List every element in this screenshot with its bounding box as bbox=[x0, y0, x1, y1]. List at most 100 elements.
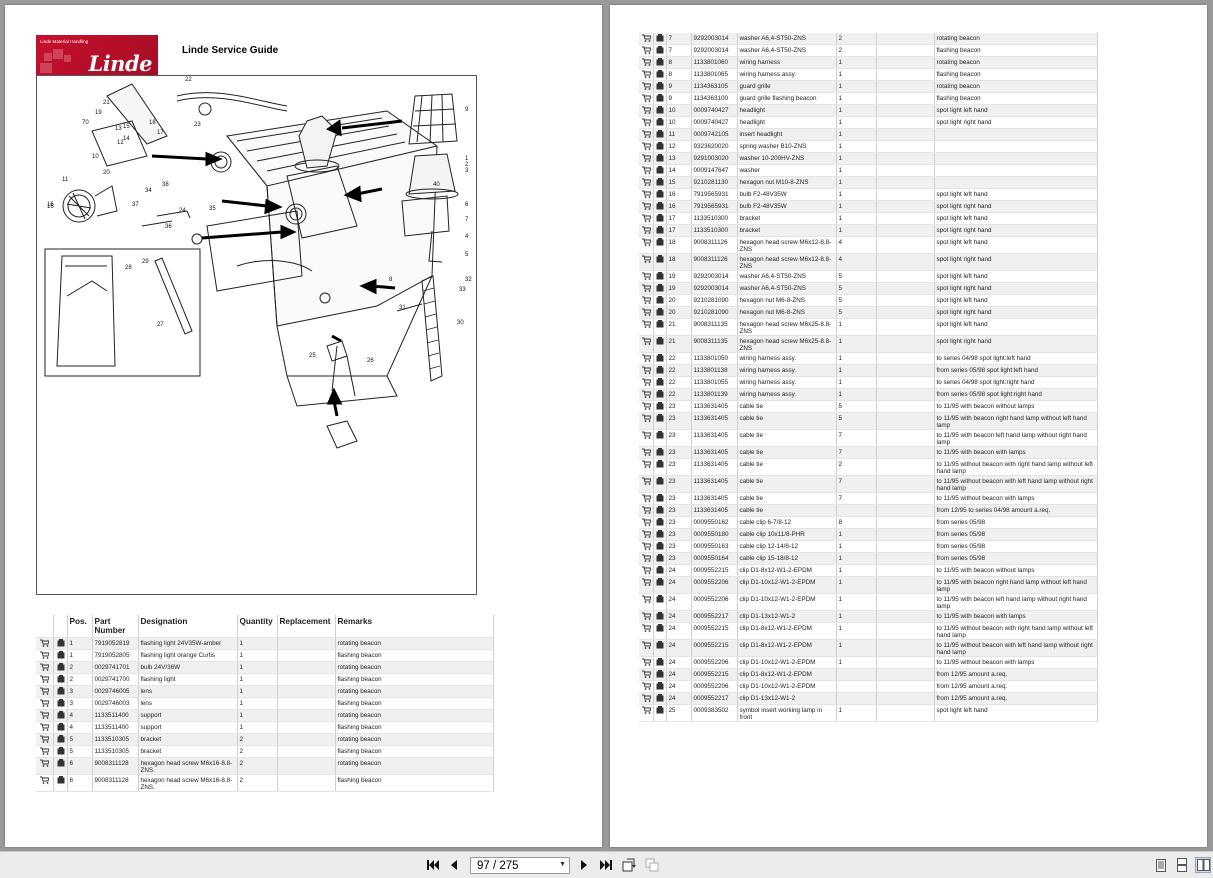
cart-icon[interactable] bbox=[641, 94, 652, 104]
clipboard-icon[interactable] bbox=[656, 706, 664, 716]
chevron-down-icon[interactable]: ▼ bbox=[559, 861, 566, 868]
cart-icon[interactable] bbox=[40, 723, 50, 733]
clipboard-icon[interactable] bbox=[656, 578, 664, 588]
clipboard-icon[interactable] bbox=[656, 641, 664, 651]
clipboard-icon[interactable] bbox=[656, 94, 664, 104]
clipboard-icon[interactable] bbox=[656, 46, 664, 56]
cart-icon[interactable] bbox=[40, 687, 50, 697]
clipboard-icon[interactable] bbox=[656, 308, 664, 318]
cart-icon[interactable] bbox=[641, 354, 652, 364]
clipboard-icon[interactable] bbox=[656, 506, 664, 516]
clipboard-icon[interactable] bbox=[656, 390, 664, 400]
clipboard-icon[interactable] bbox=[57, 639, 65, 649]
clipboard-icon[interactable] bbox=[57, 711, 65, 721]
clipboard-icon[interactable] bbox=[656, 658, 664, 668]
clipboard-icon[interactable] bbox=[656, 255, 664, 265]
cart-icon[interactable] bbox=[641, 58, 652, 68]
clipboard-icon[interactable] bbox=[656, 477, 664, 487]
clipboard-icon[interactable] bbox=[656, 542, 664, 552]
cart-icon[interactable] bbox=[641, 431, 652, 441]
continuous-view-button[interactable] bbox=[1175, 857, 1189, 873]
clipboard-icon[interactable] bbox=[656, 106, 664, 116]
cart-icon[interactable] bbox=[641, 641, 652, 651]
clipboard-icon[interactable] bbox=[656, 431, 664, 441]
cart-icon[interactable] bbox=[641, 154, 652, 164]
last-page-button[interactable] bbox=[598, 857, 614, 873]
clipboard-icon[interactable] bbox=[57, 723, 65, 733]
cart-icon[interactable] bbox=[641, 595, 652, 605]
cart-icon[interactable] bbox=[641, 460, 652, 470]
clipboard-icon[interactable] bbox=[656, 366, 664, 376]
cart-icon[interactable] bbox=[641, 506, 652, 516]
clipboard-icon[interactable] bbox=[656, 130, 664, 140]
clipboard-icon[interactable] bbox=[656, 154, 664, 164]
clipboard-icon[interactable] bbox=[656, 530, 664, 540]
clipboard-icon[interactable] bbox=[656, 494, 664, 504]
clipboard-icon[interactable] bbox=[57, 663, 65, 673]
cart-icon[interactable] bbox=[40, 663, 50, 673]
cart-icon[interactable] bbox=[40, 747, 50, 757]
clipboard-icon[interactable] bbox=[656, 682, 664, 692]
clipboard-icon[interactable] bbox=[656, 166, 664, 176]
clipboard-icon[interactable] bbox=[656, 378, 664, 388]
cart-icon[interactable] bbox=[641, 106, 652, 116]
clipboard-icon[interactable] bbox=[656, 284, 664, 294]
cart-icon[interactable] bbox=[641, 706, 652, 716]
cart-icon[interactable] bbox=[40, 699, 50, 709]
clipboard-icon[interactable] bbox=[656, 320, 664, 330]
rotate-button[interactable] bbox=[621, 857, 637, 873]
cart-icon[interactable] bbox=[641, 494, 652, 504]
cart-icon[interactable] bbox=[641, 202, 652, 212]
clipboard-icon[interactable] bbox=[57, 675, 65, 685]
clipboard-icon[interactable] bbox=[656, 238, 664, 248]
fit-page-button[interactable] bbox=[644, 857, 660, 873]
cart-icon[interactable] bbox=[641, 554, 652, 564]
cart-icon[interactable] bbox=[641, 166, 652, 176]
clipboard-icon[interactable] bbox=[57, 776, 65, 786]
cart-icon[interactable] bbox=[641, 272, 652, 282]
clipboard-icon[interactable] bbox=[656, 518, 664, 528]
cart-icon[interactable] bbox=[641, 308, 652, 318]
clipboard-icon[interactable] bbox=[656, 70, 664, 80]
cart-icon[interactable] bbox=[641, 658, 652, 668]
clipboard-icon[interactable] bbox=[57, 699, 65, 709]
clipboard-icon[interactable] bbox=[656, 214, 664, 224]
single-page-view-button[interactable] bbox=[1154, 857, 1168, 873]
cart-icon[interactable] bbox=[641, 70, 652, 80]
cart-icon[interactable] bbox=[641, 612, 652, 622]
cart-icon[interactable] bbox=[40, 639, 50, 649]
cart-icon[interactable] bbox=[40, 711, 50, 721]
clipboard-icon[interactable] bbox=[57, 735, 65, 745]
clipboard-icon[interactable] bbox=[656, 595, 664, 605]
cart-icon[interactable] bbox=[641, 34, 652, 44]
cart-icon[interactable] bbox=[641, 178, 652, 188]
cart-icon[interactable] bbox=[641, 82, 652, 92]
cart-icon[interactable] bbox=[641, 142, 652, 152]
cart-icon[interactable] bbox=[641, 214, 652, 224]
cart-icon[interactable] bbox=[641, 226, 652, 236]
clipboard-icon[interactable] bbox=[656, 190, 664, 200]
clipboard-icon[interactable] bbox=[656, 337, 664, 347]
cart-icon[interactable] bbox=[641, 414, 652, 424]
clipboard-icon[interactable] bbox=[656, 414, 664, 424]
cart-icon[interactable] bbox=[641, 255, 652, 265]
clipboard-icon[interactable] bbox=[57, 651, 65, 661]
clipboard-icon[interactable] bbox=[656, 34, 664, 44]
cart-icon[interactable] bbox=[40, 735, 50, 745]
clipboard-icon[interactable] bbox=[656, 694, 664, 704]
clipboard-icon[interactable] bbox=[656, 354, 664, 364]
clipboard-icon[interactable] bbox=[656, 460, 664, 470]
cart-icon[interactable] bbox=[641, 624, 652, 634]
first-page-button[interactable] bbox=[425, 857, 441, 873]
cart-icon[interactable] bbox=[641, 402, 652, 412]
cart-icon[interactable] bbox=[641, 542, 652, 552]
clipboard-icon[interactable] bbox=[656, 272, 664, 282]
cart-icon[interactable] bbox=[641, 366, 652, 376]
clipboard-icon[interactable] bbox=[656, 554, 664, 564]
clipboard-icon[interactable] bbox=[656, 448, 664, 458]
cart-icon[interactable] bbox=[641, 682, 652, 692]
two-page-view-button[interactable] bbox=[1195, 857, 1211, 873]
cart-icon[interactable] bbox=[641, 296, 652, 306]
cart-icon[interactable] bbox=[641, 46, 652, 56]
clipboard-icon[interactable] bbox=[656, 624, 664, 634]
